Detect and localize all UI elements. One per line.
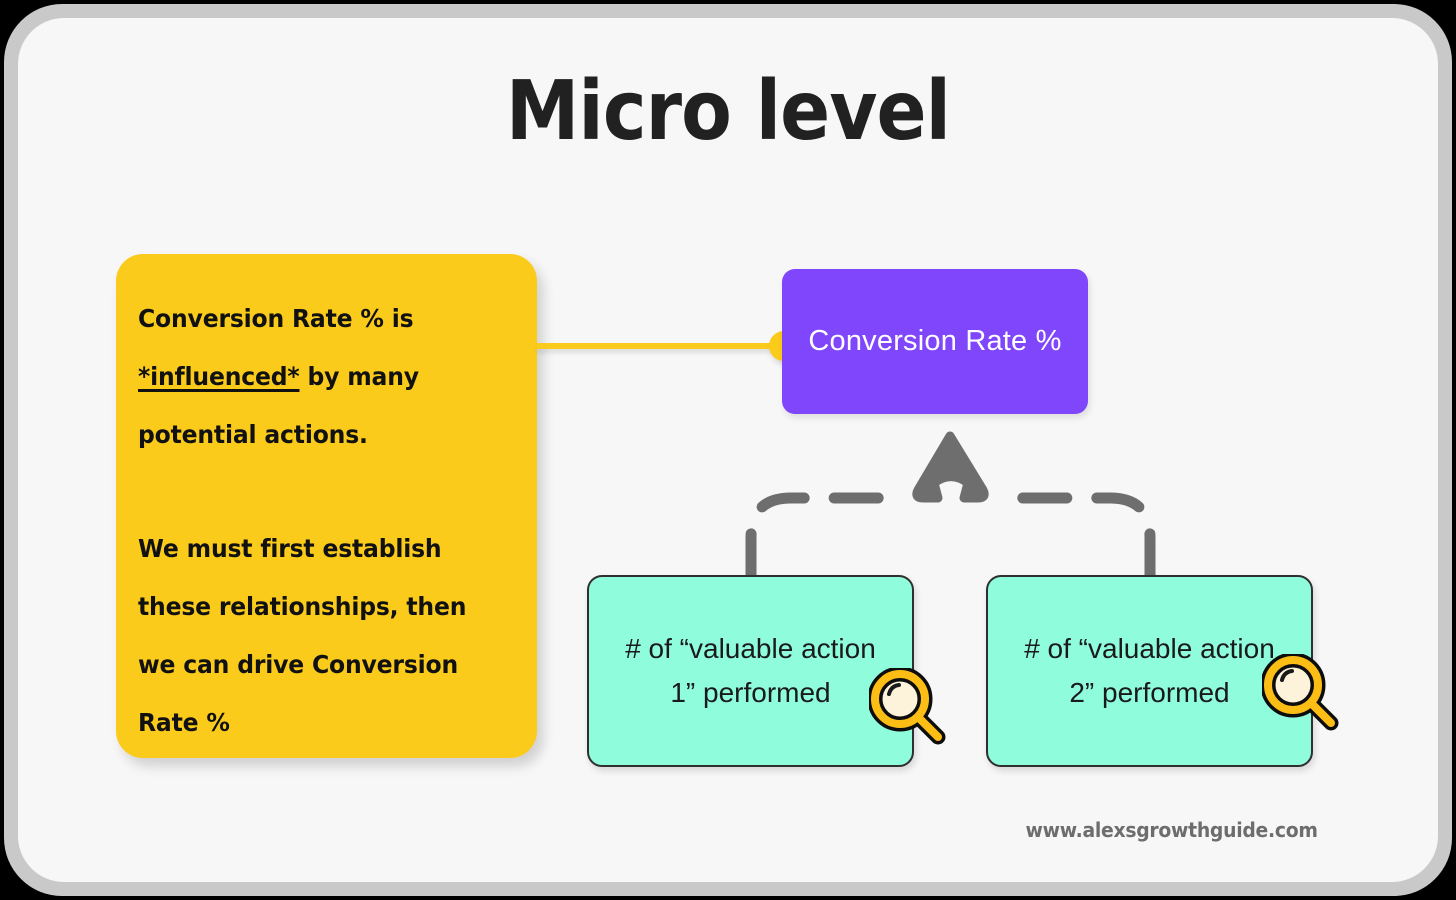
node-conversion-rate-label: Conversion Rate % xyxy=(808,325,1062,357)
magnifying-glass-icon xyxy=(1262,654,1339,731)
dashed-connector-right xyxy=(996,492,1156,584)
watermark: www.alexsgrowthguide.com xyxy=(1025,818,1318,842)
node-valuable-action-2-label: # of “valuable action 2” performed xyxy=(1024,633,1275,708)
note-line-5: these relationships, then xyxy=(138,592,467,621)
dashed-connector-left xyxy=(745,492,905,584)
note-line-7: Rate % xyxy=(138,708,230,737)
note-line-2: *influenced* by many xyxy=(138,348,481,406)
note-card-yellow: Conversion Rate % is *influenced* by man… xyxy=(116,254,537,758)
node-conversion-rate[interactable]: Conversion Rate % xyxy=(782,269,1088,414)
note-spacer xyxy=(138,464,503,520)
note-paragraph-1: Conversion Rate % is *influenced* by man… xyxy=(138,290,481,464)
note-line-4: We must first establish xyxy=(138,534,442,563)
note-line-6: we can drive Conversion xyxy=(138,650,458,679)
node-valuable-action-1-label: # of “valuable action 1” performed xyxy=(625,633,876,708)
note-line-2-suffix: by many xyxy=(299,362,419,391)
note-paragraph-2: We must first establish these relationsh… xyxy=(138,520,481,752)
magnifying-glass-icon xyxy=(869,668,946,745)
page-title: Micro level xyxy=(505,64,951,159)
note-connector-line xyxy=(537,343,797,349)
note-line-3: potential actions. xyxy=(138,420,368,449)
node-valuable-action-1[interactable]: # of “valuable action 1” performed xyxy=(587,575,914,767)
note-emphasis: *influenced* xyxy=(138,362,300,391)
diagram-canvas: Micro level Conversion Rate % is *influe… xyxy=(18,18,1438,882)
arrow-up-icon xyxy=(912,431,989,503)
note-line-1: Conversion Rate % is xyxy=(138,304,414,333)
